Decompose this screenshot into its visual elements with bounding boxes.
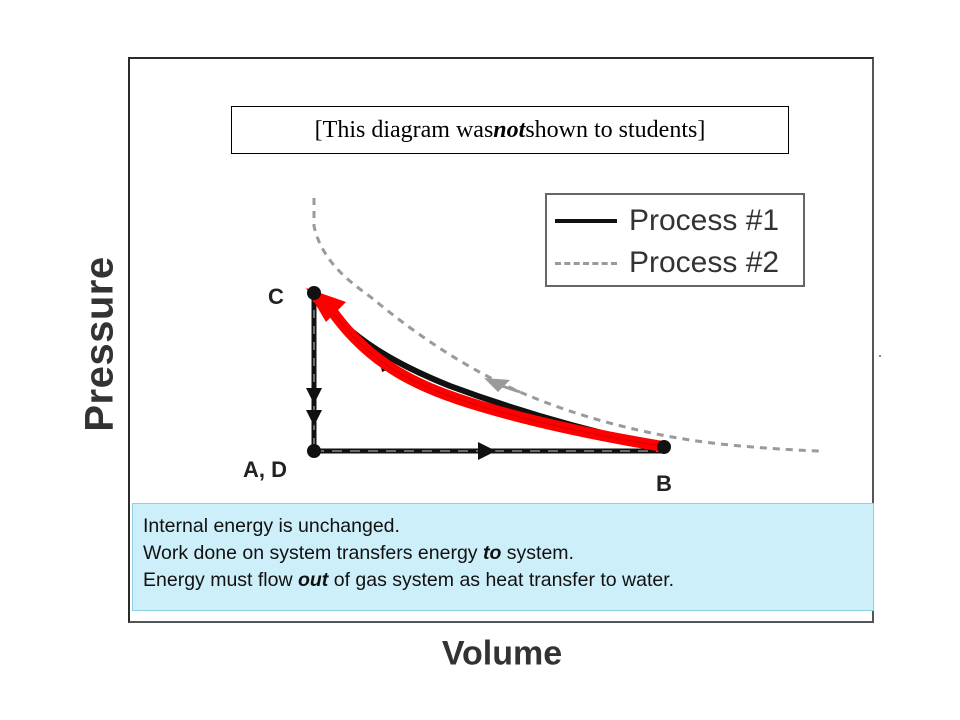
- info-line-2-after: system.: [501, 542, 574, 564]
- info-line-3-emphasis: out: [297, 569, 329, 591]
- info-line-1: Internal energy is unchanged.: [143, 515, 400, 537]
- highlight-path: [324, 302, 666, 452]
- process-2-arrow-shaft: [495, 382, 521, 394]
- speck: [879, 355, 881, 357]
- note-emphasis: not: [493, 116, 526, 143]
- point-c-label: C: [268, 284, 284, 309]
- arrow-c-to-a: [306, 388, 322, 404]
- highlight-path-outline: [329, 307, 661, 447]
- x-axis-label: Volume: [441, 634, 563, 673]
- arrow-a-to-b: [478, 442, 496, 460]
- legend-label: Process #1: [629, 204, 780, 237]
- legend-item-process-2: Process #2: [555, 243, 779, 283]
- point-a-d: [307, 444, 321, 458]
- note-text-after: shown to students]: [525, 116, 706, 143]
- note-text-before: [This diagram was: [314, 116, 494, 143]
- info-box: Internal energy is unchanged. Work done …: [132, 503, 874, 611]
- legend-label: Process #2: [629, 246, 780, 279]
- note-box: [This diagram was not shown to students]: [231, 106, 789, 154]
- info-line-3-after: of gas system as heat transfer to water.: [328, 569, 675, 591]
- point-b-label: B: [656, 471, 672, 496]
- info-line-3: Energy must flow out of gas system as he…: [143, 567, 863, 594]
- info-line-2-before: Work done on system transfers energy: [143, 542, 483, 564]
- legend: Process #1 Process #2: [545, 193, 805, 287]
- legend-item-process-1: Process #1: [555, 201, 779, 241]
- point-c: [307, 286, 321, 300]
- info-line-2: Work done on system transfers energy to …: [143, 540, 863, 567]
- process-2-curve: [312, 198, 821, 453]
- point-a-d-label: A, D: [243, 457, 287, 482]
- legend-swatch-solid: [555, 219, 617, 223]
- info-line-3-before: Energy must flow: [143, 569, 298, 591]
- diagram-frame: [128, 57, 874, 623]
- info-line-2-emphasis: to: [482, 542, 502, 564]
- arrow-c-to-a-2: [306, 410, 322, 426]
- legend-swatch-dashed: [555, 261, 617, 265]
- point-b: [657, 440, 671, 454]
